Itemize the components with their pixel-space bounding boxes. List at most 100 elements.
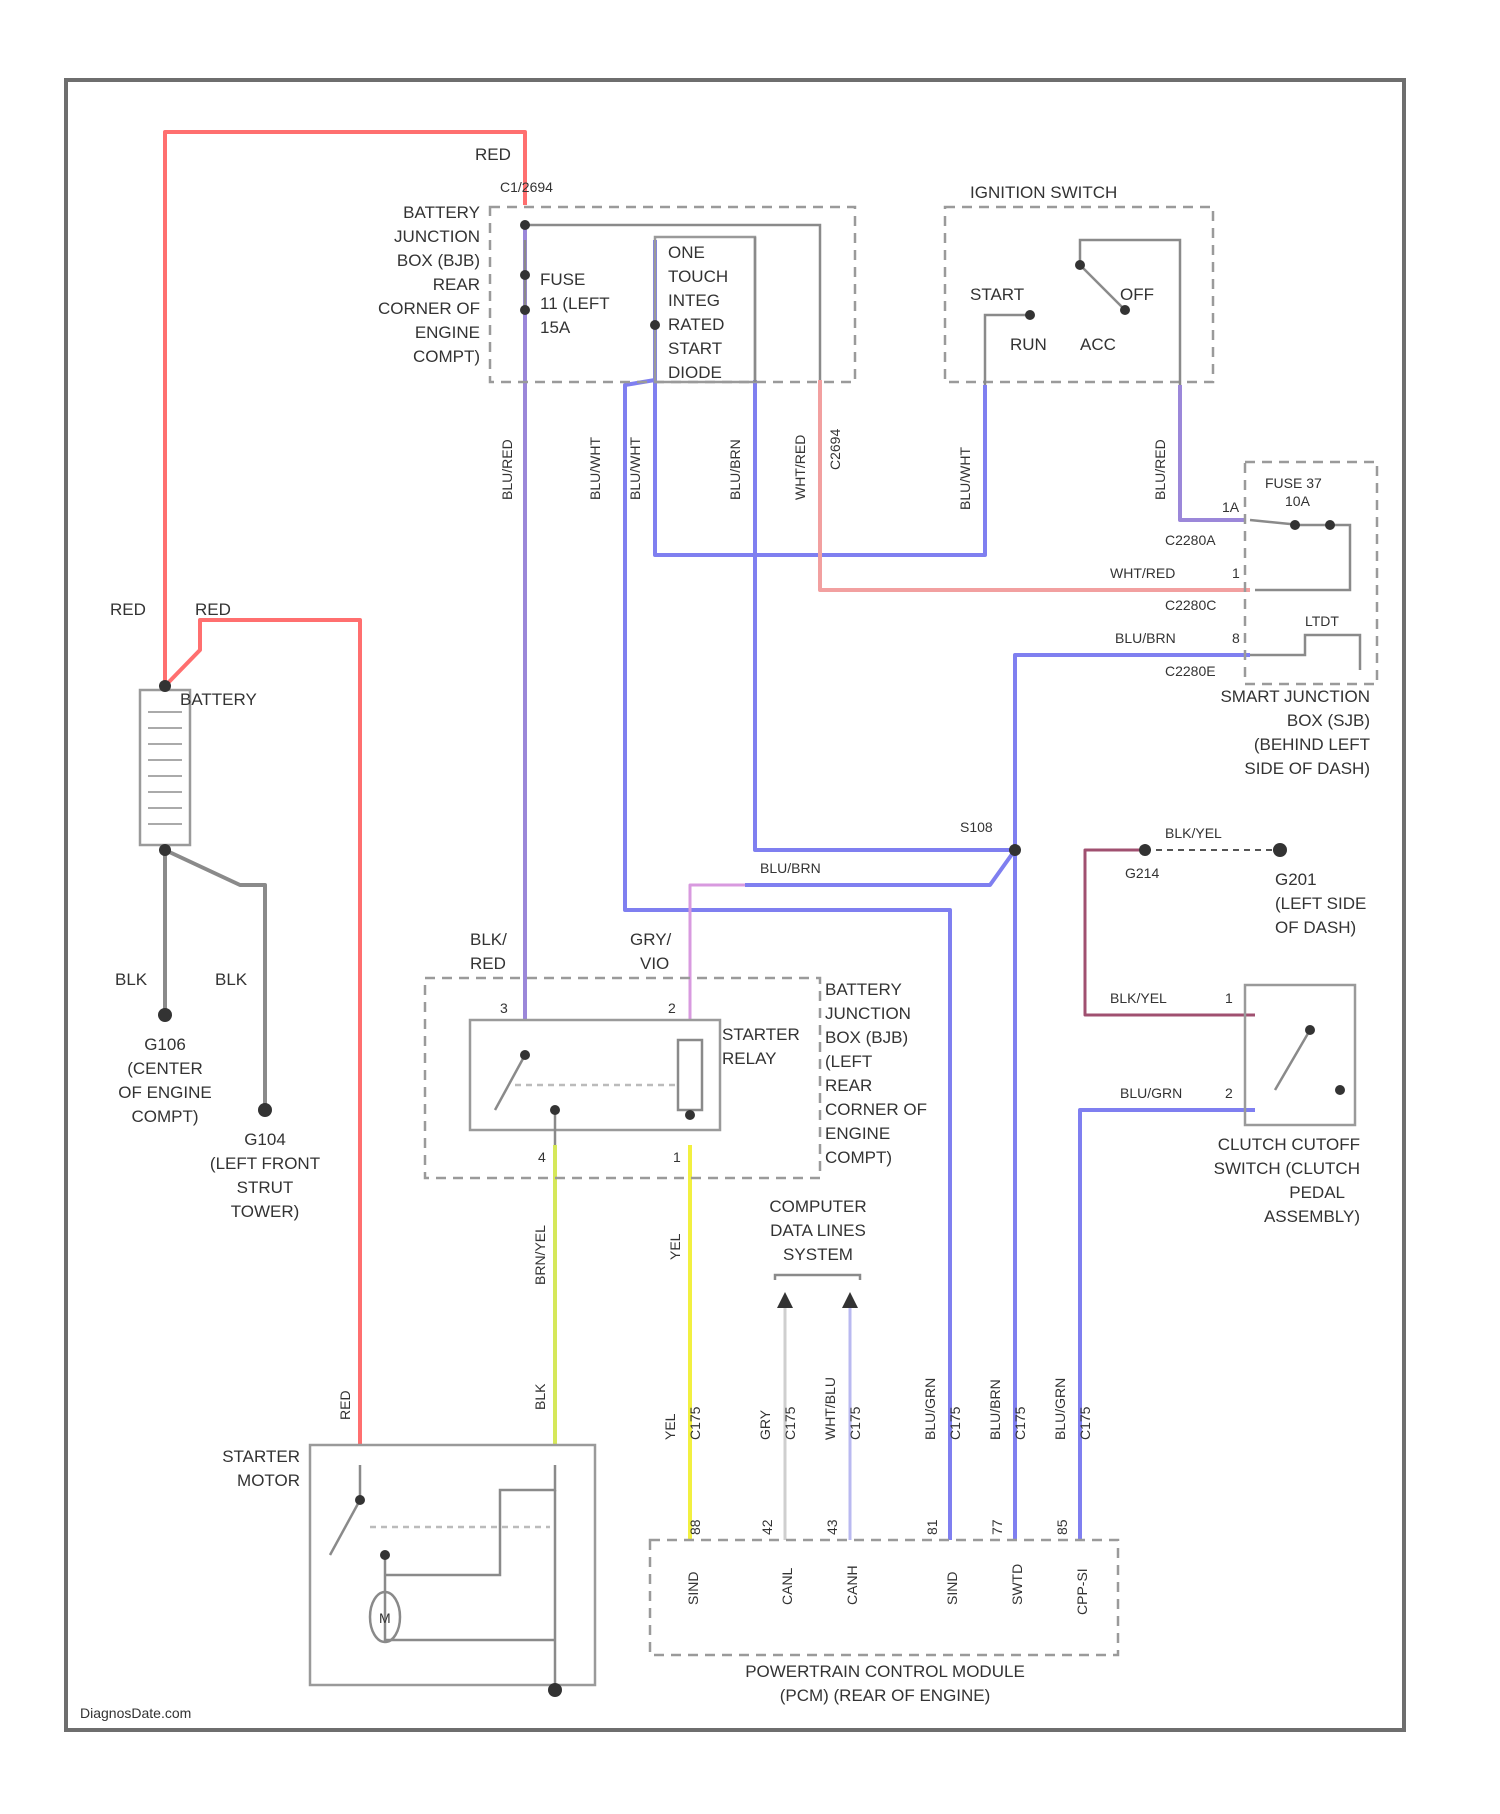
clutch-switch-box xyxy=(1245,985,1355,1125)
svg-text:JUNCTION: JUNCTION xyxy=(394,227,480,246)
label-blk1: BLK xyxy=(115,970,148,989)
pcm-pin-42: 42 xyxy=(759,1519,775,1535)
label-ign-start: START xyxy=(970,285,1024,304)
label-wire-whtred: WHT/RED xyxy=(792,435,808,500)
svg-text:FUSE: FUSE xyxy=(540,270,585,289)
svg-text:GRY/: GRY/ xyxy=(630,930,672,949)
wire-red-battery-starter xyxy=(165,620,360,1445)
starter-relay-box xyxy=(470,1020,720,1130)
battery-body xyxy=(140,690,190,845)
label-red-left2: RED xyxy=(195,600,231,619)
sjb-caption: SMART JUNCTION BOX (SJB) (BEHIND LEFT SI… xyxy=(1220,687,1370,778)
svg-text:JUNCTION: JUNCTION xyxy=(825,1004,911,1023)
starter-motor-caption: STARTER MOTOR xyxy=(222,1447,300,1490)
svg-text:PEDAL: PEDAL xyxy=(1289,1183,1345,1202)
svg-text:FUSE 37: FUSE 37 xyxy=(1265,475,1322,491)
wire-whtred-sjb xyxy=(820,380,1250,590)
label-sr-pin2: 2 xyxy=(668,1000,676,1016)
label-pin-wht: WHT/BLU xyxy=(822,1377,838,1440)
label-pin-wht-c: C175 xyxy=(847,1406,863,1440)
relay-switch-arm xyxy=(495,1055,525,1110)
pcm-pin-85: 85 xyxy=(1054,1519,1070,1535)
svg-text:MOTOR: MOTOR xyxy=(237,1471,300,1490)
label-g21x: G214 xyxy=(1125,865,1159,881)
label-wire-bluwht2: BLU/WHT xyxy=(957,447,973,510)
svg-text:POWERTRAIN CONTROL MODULE: POWERTRAIN CONTROL MODULE xyxy=(745,1662,1025,1681)
svg-text:SIDE OF DASH): SIDE OF DASH) xyxy=(1244,759,1370,778)
fuse37-caption: FUSE 37 10A xyxy=(1265,475,1322,509)
svg-text:TOWER): TOWER) xyxy=(231,1202,300,1221)
starter-motor-box xyxy=(310,1445,595,1685)
svg-text:RELAY: RELAY xyxy=(722,1049,777,1068)
can-low-arrow xyxy=(777,1292,793,1308)
label-sjb-pin3: 8 xyxy=(1232,630,1240,646)
label-wire-blured: BLU/RED xyxy=(499,439,515,500)
svg-text:REAR: REAR xyxy=(433,275,480,294)
label-pin-yel-c: C175 xyxy=(687,1406,703,1440)
label-blugrn-clutch: BLU/GRN xyxy=(1120,1085,1182,1101)
label-sjb-pin2: 1 xyxy=(1232,565,1240,581)
pcm-pin-43: 43 xyxy=(824,1519,840,1535)
pcm-caption: POWERTRAIN CONTROL MODULE (PCM) (REAR OF… xyxy=(745,1662,1025,1705)
label-ign-off: OFF xyxy=(1120,285,1154,304)
svg-text:ASSEMBLY): ASSEMBLY) xyxy=(1264,1207,1360,1226)
svg-text:OF DASH): OF DASH) xyxy=(1275,918,1356,937)
bjb-relay-box xyxy=(425,978,820,1178)
svg-text:COMPT): COMPT) xyxy=(825,1148,892,1167)
relay-coil xyxy=(678,1040,702,1110)
ground-g106-symbol xyxy=(158,1008,172,1022)
fuse11-caption: FUSE 11 (LEFT 15A xyxy=(540,270,610,337)
label-sjb-c3: C2280E xyxy=(1165,663,1216,679)
sjb-box xyxy=(1245,462,1377,684)
svg-text:INTEG: INTEG xyxy=(668,291,720,310)
svg-text:STARTER: STARTER xyxy=(722,1025,800,1044)
svg-text:COMPT): COMPT) xyxy=(131,1107,198,1126)
can-high-arrow xyxy=(842,1292,858,1308)
svg-text:15A: 15A xyxy=(540,318,571,337)
ign-feed xyxy=(1080,240,1180,385)
bjb-relay-caption: BATTERY JUNCTION BOX (BJB) (LEFT REAR CO… xyxy=(825,980,927,1167)
svg-text:REAR: REAR xyxy=(825,1076,872,1095)
pcm-sig-canh: CANH xyxy=(844,1565,860,1605)
label-blkyel-top: BLK/YEL xyxy=(1165,825,1222,841)
ign-switch-arm xyxy=(1080,265,1125,310)
blk-red-caption: BLK/ RED xyxy=(470,930,507,973)
label-c1-top: C1/2694 xyxy=(500,179,553,195)
svg-text:(CENTER: (CENTER xyxy=(127,1059,203,1078)
label-red-top: RED xyxy=(475,145,511,164)
svg-text:G201: G201 xyxy=(1275,870,1317,889)
label-sjb-c2: C2280C xyxy=(1165,597,1216,613)
ground-g104-symbol xyxy=(258,1103,272,1117)
svg-text:VIO: VIO xyxy=(640,954,669,973)
label-wire-yel: YEL xyxy=(667,1233,683,1260)
svg-text:COMPT): COMPT) xyxy=(413,347,480,366)
svg-text:G104: G104 xyxy=(244,1130,286,1149)
svg-text:BLK/: BLK/ xyxy=(470,930,507,949)
svg-text:STARTER: STARTER xyxy=(222,1447,300,1466)
label-wire-blk-starter: BLK xyxy=(532,1383,548,1410)
label-sjb-c1: C2280A xyxy=(1165,532,1216,548)
label-wire-blubrn: BLU/BRN xyxy=(727,439,743,500)
svg-text:SWITCH (CLUTCH: SWITCH (CLUTCH xyxy=(1214,1159,1360,1178)
pcm-sig-sind1: SIND xyxy=(685,1572,701,1605)
svg-text:CLUTCH CUTOFF: CLUTCH CUTOFF xyxy=(1218,1135,1360,1154)
label-ignition-switch: IGNITION SWITCH xyxy=(970,183,1117,202)
label-sr-pin3: 4 xyxy=(538,1149,546,1165)
svg-text:(BEHIND LEFT: (BEHIND LEFT xyxy=(1254,735,1370,754)
clutch-caption: CLUTCH CUTOFF SWITCH (CLUTCH PEDAL ASSEM… xyxy=(1214,1135,1360,1226)
cdl-caption: COMPUTER DATA LINES SYSTEM xyxy=(769,1197,866,1264)
svg-text:COMPUTER: COMPUTER xyxy=(769,1197,866,1216)
label-wire-c2694: C2694 xyxy=(827,429,843,470)
label-pin-blugrn2-c: C175 xyxy=(1077,1406,1093,1440)
fuse37-link xyxy=(1250,520,1350,590)
svg-text:OF ENGINE: OF ENGINE xyxy=(118,1083,212,1102)
svg-text:(LEFT FRONT: (LEFT FRONT xyxy=(210,1154,320,1173)
svg-text:ONE: ONE xyxy=(668,243,705,262)
svg-text:(LEFT: (LEFT xyxy=(825,1052,872,1071)
label-red-starter: RED xyxy=(337,1390,353,1420)
motor-m-label: M xyxy=(379,1610,391,1626)
label-c-pin1: 1 xyxy=(1225,990,1233,1006)
footer-watermark: DiagnosDate.com xyxy=(80,1705,191,1721)
label-sr-pin1: 3 xyxy=(500,1000,508,1016)
label-sjb-blubrn: BLU/BRN xyxy=(1115,630,1176,646)
